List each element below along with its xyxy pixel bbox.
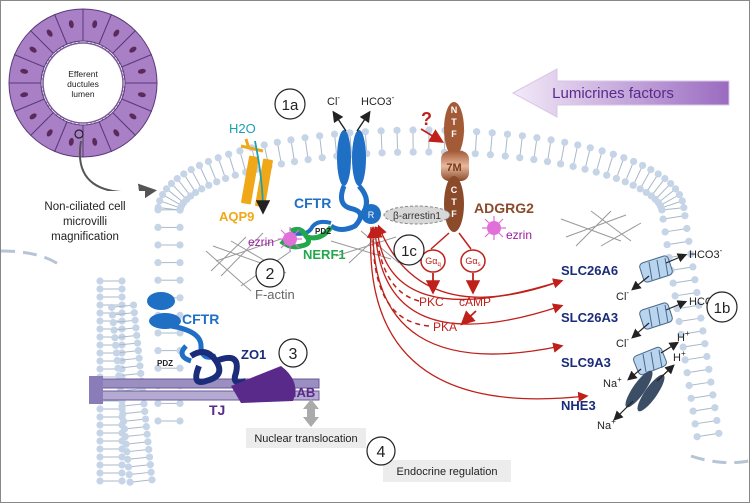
nhe3-transporter (625, 370, 665, 412)
gas-label: Gαs (465, 256, 480, 268)
gaq-label: Gαq (425, 256, 441, 268)
lumicrines-label: Lumicrines factors (552, 85, 674, 102)
nhe3-label: NHE3 (561, 398, 596, 413)
slc9a3-label: SLC9A3 (561, 355, 611, 370)
factin-label: F-actin (255, 287, 295, 302)
seven-m-label: 7M (446, 162, 461, 174)
pdz-bottom-label: PDZ (157, 359, 173, 368)
cftr-bottom-label: CFTR (182, 311, 219, 327)
magnify-label-2: microvilli (63, 216, 107, 228)
slc26a6-label: SLC26A6 (561, 263, 618, 278)
efferent-ductule-cross-section: Efferent ductules lumen (8, 8, 158, 202)
question-arrow (420, 128, 445, 143)
magnify-box (27, 191, 145, 243)
slc26a3-label: SLC26A3 (561, 310, 618, 325)
hco3-arrow (356, 110, 371, 132)
slc26a6-cl-label: Cl- (616, 288, 629, 303)
cell-membrane-bilayer (96, 126, 723, 486)
zo1-label: ZO1 (241, 347, 266, 362)
f-actin-fibers (205, 210, 642, 292)
step-4: 4 (377, 444, 386, 461)
aqp9-label: AQP9 (219, 209, 254, 224)
cftr-channel-top (290, 130, 381, 236)
step-2: 2 (266, 266, 275, 283)
pka-arrow (460, 310, 477, 326)
lumen-label-3: lumen (71, 89, 94, 99)
magnify-label-3: magnification (51, 231, 119, 243)
nuclear-label: Nuclear translocation (254, 433, 357, 445)
transporter-arrows (613, 253, 688, 421)
regulation-arrows-dashed (366, 226, 430, 327)
step-3: 3 (289, 346, 298, 363)
ezrin-right-label: ezrin (506, 228, 532, 242)
pkc-label: PKC (419, 295, 444, 309)
regulation-arrows-solid (369, 224, 589, 403)
cftr-channel-bottom (147, 292, 217, 364)
nuclear-box (246, 428, 366, 448)
nhe3-h-label: H+ (673, 349, 686, 364)
ctf-f: F (451, 209, 457, 219)
cftr-top-label: CFTR (294, 195, 331, 211)
neighbor-cell-outline (1, 249, 749, 465)
step-1b: 1b (714, 300, 731, 317)
cftr-r-domain-label: R (368, 210, 375, 220)
beta-arrestin-label: β-arrestin1 (393, 211, 441, 222)
nhe3-na-label: Na+ (597, 417, 616, 432)
aqp9-channel (240, 138, 273, 208)
step-numbers: 1a 1b 1c 2 3 4 (255, 88, 738, 466)
h2o-arrow (254, 140, 271, 215)
ezrin-left (278, 227, 302, 251)
slc9a3-h-label: H+ (677, 329, 690, 344)
zonab-label: ZONAB (269, 385, 315, 400)
cl-top-label: Cl- (327, 93, 340, 108)
cl-arrow (332, 110, 347, 132)
ntf-n: N (451, 105, 458, 115)
ezrin-left-label: ezrin (248, 235, 274, 249)
magnify-label-1: Non-ciliated cell (44, 201, 125, 213)
zo1-scaffold (189, 349, 247, 386)
slc9a3-na-label: Na+ (603, 375, 622, 390)
endocrine-label: Endocrine regulation (397, 466, 498, 478)
lumen-label-1: Efferent (68, 69, 98, 79)
nerf1-scaffold (279, 225, 334, 250)
slc26a6-transporter (639, 255, 673, 283)
magnify-marker (74, 129, 84, 139)
pdz-top-label: PDZ (315, 227, 331, 236)
hco3-top-label: HCO3- (361, 93, 395, 108)
question-mark: ? (421, 109, 432, 129)
ctf-c: C (451, 185, 458, 195)
g-alpha-q (420, 232, 450, 273)
step-1a: 1a (282, 97, 299, 114)
h2o-label: H2O (229, 121, 256, 136)
slc26a3-transporter (639, 302, 673, 330)
tj-label: TJ (209, 402, 225, 418)
adgrg2-receptor (441, 102, 469, 232)
lumen-label-2: ductules (67, 79, 99, 89)
ctf-t: T (451, 197, 457, 207)
ezrin-right (482, 216, 506, 240)
slc26a6-hco3-label: HCO3- (689, 246, 723, 261)
nerf1-label: NERF1 (303, 247, 346, 262)
ntf-f: F (451, 129, 457, 139)
slc26a3-cl-label: Cl- (616, 335, 629, 350)
slc9a3-transporter (633, 346, 667, 376)
beta-arrestin-shape (383, 205, 451, 225)
step-1c: 1c (401, 243, 417, 260)
zonab-shape (231, 366, 296, 403)
g-alpha-s (458, 232, 486, 273)
endocrine-box (383, 460, 511, 482)
adgrg2-label: ADGRG2 (474, 200, 534, 216)
nuclear-translocation-arrow (303, 399, 319, 427)
ntf-t: T (451, 117, 457, 127)
lumicrines-arrow: Lumicrines factors (511, 68, 730, 118)
